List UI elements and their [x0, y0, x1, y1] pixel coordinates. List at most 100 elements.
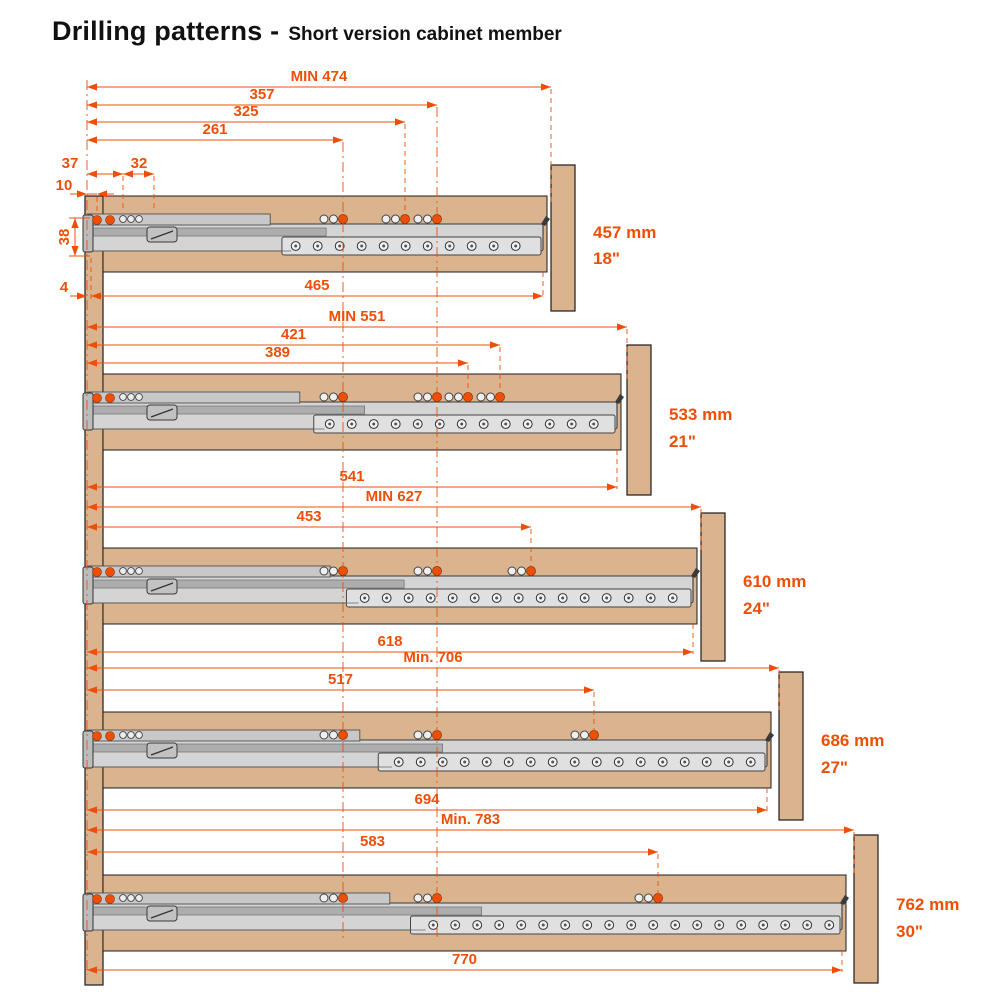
size-label-in: 30" — [896, 922, 923, 941]
dim-label: Min. 783 — [441, 811, 500, 828]
dim-32: 32 — [123, 155, 154, 178]
arrowhead-icon — [490, 341, 500, 349]
dim-770: 770 — [87, 951, 842, 974]
size-label-in: 27" — [821, 758, 848, 777]
slide-top-flange — [86, 391, 301, 404]
front-hole — [135, 894, 143, 902]
arrowhead-icon — [91, 292, 101, 300]
arrowhead-icon — [87, 806, 97, 814]
drawer-slide — [82, 391, 624, 434]
cabinet-member-end — [550, 164, 576, 312]
front-hole — [127, 894, 135, 902]
arrowhead-icon — [691, 503, 701, 511]
cabinet-member-end — [778, 671, 804, 821]
dim-453: 453 — [87, 508, 531, 531]
front-hole-orange — [92, 393, 102, 403]
arrowhead-icon — [87, 83, 97, 91]
arrowhead-icon — [77, 292, 87, 300]
front-hole — [119, 393, 127, 401]
front-hole — [119, 731, 127, 739]
front-hole — [127, 731, 135, 739]
front-hole — [135, 215, 143, 223]
dim-label: 453 — [296, 508, 321, 525]
arrowhead-icon — [123, 170, 133, 178]
hole-cluster — [444, 392, 473, 402]
arrowhead-icon — [87, 101, 97, 109]
arrowhead-icon — [607, 483, 617, 491]
hole-cluster — [413, 566, 442, 576]
arrowhead-icon — [769, 664, 779, 672]
cabinet-member-end — [853, 834, 879, 984]
page-title: Drilling patterns - — [52, 16, 280, 46]
size-label-mm: 457 mm — [593, 223, 656, 242]
front-hole — [135, 393, 143, 401]
dim-389: 389 — [87, 344, 468, 367]
front-hole — [135, 567, 143, 575]
front-hole — [119, 894, 127, 902]
front-hole — [127, 567, 135, 575]
slide-front-bracket — [82, 214, 94, 253]
front-hole — [119, 215, 127, 223]
hole-cluster — [319, 392, 348, 402]
slide-inner-profile — [87, 405, 365, 415]
dim-618: 618 — [87, 633, 693, 656]
arrowhead-icon — [87, 323, 97, 331]
dim-label: 38 — [56, 229, 73, 246]
arrowhead-icon — [87, 523, 97, 531]
dim-541: 541 — [87, 468, 617, 491]
slide-row-24in — [82, 512, 726, 662]
slide-front-bracket — [82, 893, 94, 932]
dim-label: 583 — [360, 833, 385, 850]
rear-hook — [615, 394, 624, 404]
drawer-slide — [82, 729, 774, 772]
front-hole-orange — [105, 731, 115, 741]
front-hole-orange — [92, 215, 102, 225]
dim-label: Min. 706 — [403, 649, 462, 666]
arrowhead-icon — [97, 190, 107, 198]
drawer-slide — [82, 565, 700, 608]
size-label-mm: 686 mm — [821, 731, 884, 750]
slide-row-21in — [82, 344, 652, 496]
front-hole — [127, 393, 135, 401]
hole-cluster — [413, 214, 442, 224]
arrowhead-icon — [427, 101, 437, 109]
arrowhead-icon — [683, 648, 693, 656]
hole-cluster — [570, 730, 599, 740]
hole-cluster — [319, 566, 348, 576]
dim-517: 517 — [87, 671, 594, 694]
dim-583: 583 — [87, 833, 658, 856]
arrowhead-icon — [87, 341, 97, 349]
front-hole-orange — [105, 567, 115, 577]
arrowhead-icon — [458, 359, 468, 367]
hole-cluster — [413, 392, 442, 402]
arrowhead-icon — [533, 292, 543, 300]
dim-label: 465 — [304, 277, 329, 294]
front-hole — [135, 731, 143, 739]
slide-front-bracket — [82, 392, 94, 431]
size-label-mm: 762 mm — [896, 895, 959, 914]
slide-front-bracket — [82, 730, 94, 769]
dim-10: 10 — [56, 177, 114, 198]
dim-357: 357 — [87, 86, 437, 109]
rear-hook — [765, 732, 774, 742]
rear-hook — [840, 895, 849, 905]
dim-label: 541 — [339, 468, 364, 485]
arrowhead-icon — [832, 966, 842, 974]
front-hole-orange — [92, 567, 102, 577]
front-hole-orange — [105, 393, 115, 403]
dim-label: 10 — [56, 177, 73, 194]
arrowhead-icon — [87, 503, 97, 511]
hole-cluster — [319, 893, 348, 903]
slide-inner-profile — [87, 227, 327, 237]
arrowhead-icon — [87, 664, 97, 672]
hole-cluster — [634, 893, 663, 903]
size-label-mm: 533 mm — [669, 405, 732, 424]
size-label-in: 24" — [743, 599, 770, 618]
drawer-slide — [82, 213, 550, 256]
arrowhead-icon — [87, 848, 97, 856]
size-label-in: 18" — [593, 249, 620, 268]
dim-label: 389 — [265, 344, 290, 361]
dim-label: 32 — [131, 155, 148, 172]
dim-label: 694 — [414, 791, 440, 808]
arrowhead-icon — [541, 83, 551, 91]
